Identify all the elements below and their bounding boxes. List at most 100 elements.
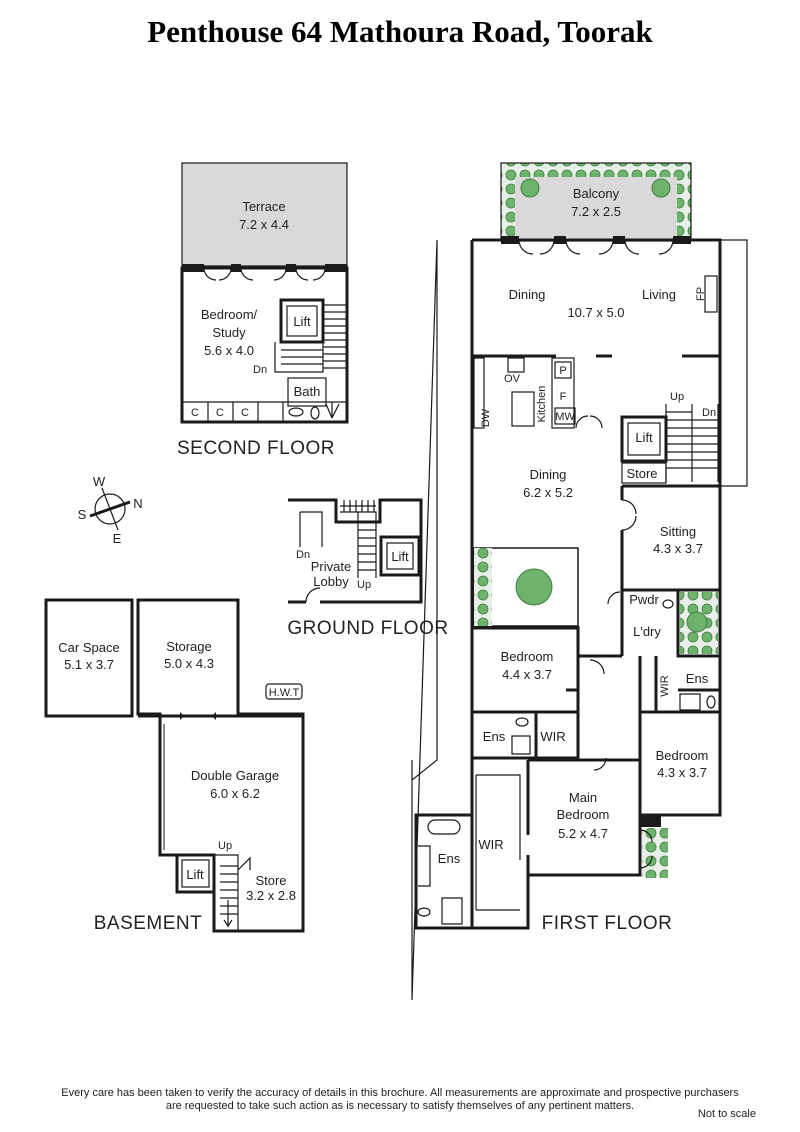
- ground-floor-label: GROUND FLOOR: [287, 618, 448, 639]
- disclaimer: Every care has been taken to verify the …: [0, 1087, 800, 1113]
- compass-e: E: [113, 531, 122, 546]
- ens1-label: Ens: [483, 729, 506, 744]
- bedroom1-dims: 4.4 x 3.7: [502, 667, 552, 682]
- balcony-area: [515, 177, 677, 241]
- first-lift-label: Lift: [635, 430, 653, 445]
- terrace-label: Terrace: [242, 199, 285, 214]
- first-stairs: [665, 404, 719, 482]
- pwdr-label: Pwdr: [629, 592, 659, 607]
- disclaimer-line-1: Every care has been taken to verify the …: [61, 1087, 739, 1099]
- courtyard-hedge: [474, 548, 492, 626]
- ldry-label: L'dry: [633, 624, 661, 639]
- second-floor-label: SECOND FLOOR: [177, 438, 335, 459]
- double-garage-dims: 6.0 x 6.2: [210, 786, 260, 801]
- ens2-label: Ens: [686, 671, 709, 686]
- car-space-dims: 5.1 x 3.7: [64, 657, 114, 672]
- main-bedroom-dims: 5.2 x 4.7: [558, 826, 608, 841]
- basement-lift-shaft: [175, 853, 216, 894]
- basement-up-label: Up: [218, 840, 232, 852]
- disclaimer-line-2: are requested to take such action as is …: [165, 1100, 635, 1112]
- dining2-label: Dining: [530, 467, 567, 482]
- basin-icon: [288, 407, 304, 417]
- ens3-label: Ens: [438, 851, 461, 866]
- basement-store-label: Store: [255, 873, 286, 888]
- car-space: [44, 598, 134, 718]
- first-store: [621, 462, 667, 484]
- compass-n: N: [133, 496, 142, 511]
- ground-lift-shaft: [379, 535, 421, 577]
- mw-label: MW: [555, 411, 575, 423]
- basement-label: BASEMENT: [94, 913, 203, 934]
- dining-main-label: Dining: [509, 287, 546, 302]
- second-dn-label: Dn: [253, 364, 267, 376]
- first-up-label: Up: [670, 391, 684, 403]
- terrace-dims: 7.2 x 4.4: [239, 217, 289, 232]
- sitting-dims: 4.3 x 3.7: [653, 541, 703, 556]
- fp-label: FP: [695, 287, 707, 301]
- cupboard-label-1: C: [191, 407, 199, 419]
- double-garage-label: Double Garage: [191, 768, 279, 783]
- first-store-label: Store: [626, 466, 657, 481]
- compass-s: S: [78, 507, 87, 522]
- courtyard-tree: [515, 568, 553, 606]
- dw-label: DW: [480, 408, 492, 427]
- private-lobby-label-2: Lobby: [313, 574, 349, 589]
- bedroom2-dims: 4.3 x 3.7: [657, 765, 707, 780]
- cupboards: C C C: [182, 401, 347, 422]
- second-lift-label: Lift: [293, 314, 311, 329]
- car-space-label: Car Space: [58, 640, 119, 655]
- basement-store-dims: 3.2 x 2.8: [246, 888, 296, 903]
- second-floor-plan: Terrace 7.2 x 4.4 Bedroom/ Study 5.6 x 4…: [177, 162, 349, 459]
- plant-icon: [325, 402, 340, 419]
- bath-room: [287, 377, 327, 407]
- first-floor-plan: Balcony 7.2 x 2.5 Dining Living 10.7 x 5…: [411, 162, 748, 1001]
- f-label: F: [560, 391, 567, 403]
- second-stairs: [274, 304, 346, 373]
- first-dn-label: Dn: [702, 407, 716, 419]
- compass-icon: [94, 493, 126, 525]
- stove-icon: [507, 357, 525, 373]
- balcony-dims: 7.2 x 2.5: [571, 204, 621, 219]
- terrace-doors: [182, 264, 347, 281]
- hwt-label: H.W.T: [269, 687, 300, 699]
- dining2-dims: 6.2 x 5.2: [523, 485, 573, 500]
- bedroom-study-dims: 5.6 x 4.0: [204, 343, 254, 358]
- basement-stairs: [214, 854, 239, 931]
- balcony-plant-right: [651, 178, 671, 198]
- wir1-label: WIR: [540, 729, 565, 744]
- private-lobby-label-1: Private: [311, 559, 351, 574]
- page-title: Penthouse 64 Mathoura Road, Toorak: [147, 14, 653, 49]
- bath-label: Bath: [294, 384, 321, 399]
- ground-floor-plan: Lift Dn Private Lobby Up GROUND FLOOR: [287, 498, 448, 639]
- living-dims: 10.7 x 5.0: [567, 305, 624, 320]
- cupboard-label-3: C: [241, 407, 249, 419]
- basement-outline: [136, 598, 305, 933]
- bedroom-study-label-1: Bedroom/: [201, 307, 258, 322]
- ground-dn-label: Dn: [296, 549, 310, 561]
- bedroom1-label: Bedroom: [501, 649, 554, 664]
- scale-note: Not to scale: [697, 1108, 756, 1120]
- fireplace: [704, 275, 718, 313]
- kitchen-area: DW OV Kitchen P F MW: [473, 357, 603, 429]
- hwt-unit: [265, 683, 303, 700]
- bedroom2-label: Bedroom: [656, 748, 709, 763]
- basement-lift-label: Lift: [186, 867, 204, 882]
- kitchen-label: Kitchen: [536, 386, 548, 423]
- second-lift-shaft: [279, 298, 325, 344]
- ground-lift-label: Lift: [391, 549, 409, 564]
- kitchen-island: [511, 391, 535, 427]
- living-label: Living: [642, 287, 676, 302]
- terrace-area: [181, 162, 348, 267]
- main-bedroom-label-2: Bedroom: [557, 807, 610, 822]
- ov-label: OV: [504, 373, 521, 385]
- compass-w: W: [93, 474, 106, 489]
- wir3-label: WIR: [478, 837, 503, 852]
- cupboard-label-2: C: [216, 407, 224, 419]
- first-floor-label: FIRST FLOOR: [542, 913, 673, 934]
- compass: W N S E: [78, 474, 143, 546]
- main-bedroom-label-1: Main: [569, 790, 597, 805]
- storage-dims: 5.0 x 4.3: [164, 656, 214, 671]
- toilet-icon: [310, 406, 320, 420]
- main-bedroom-planter: [642, 828, 668, 878]
